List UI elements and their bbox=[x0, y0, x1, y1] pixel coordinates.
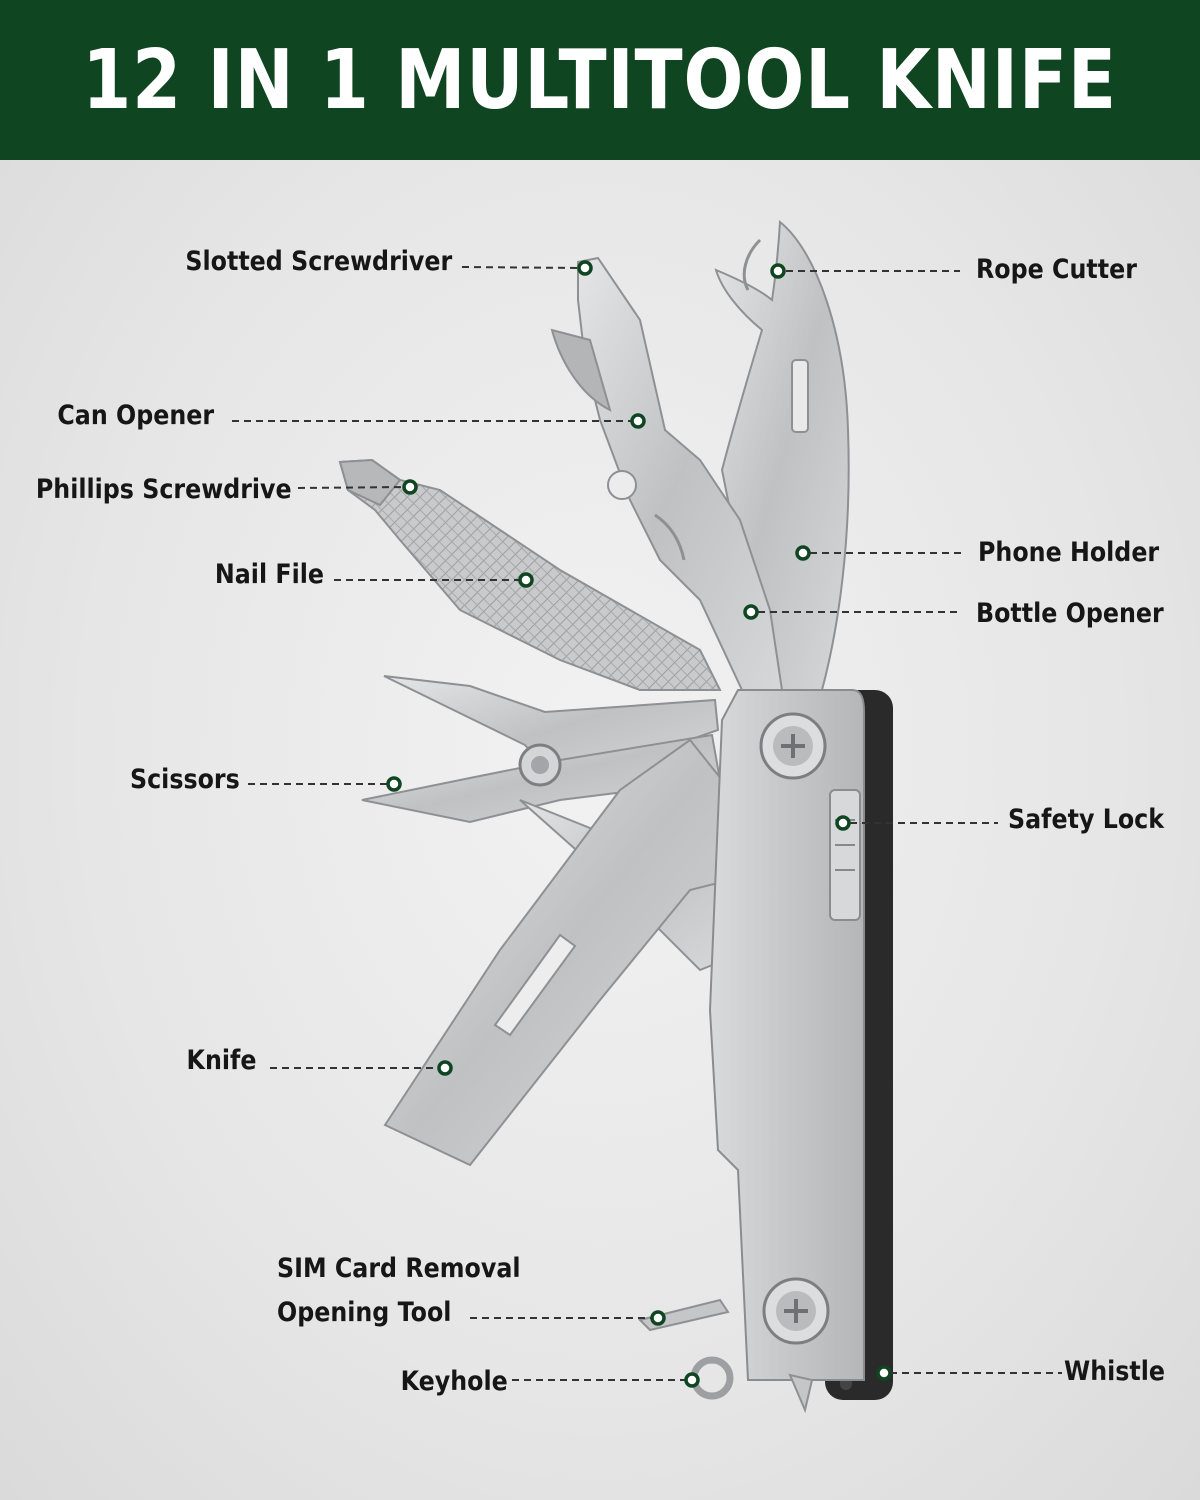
marker-bottle-opener bbox=[743, 604, 759, 620]
callout-markers bbox=[386, 260, 892, 1388]
label-scissors: Scissors bbox=[130, 764, 240, 795]
leader-lines bbox=[232, 266, 1062, 1381]
label-can-opener: Can Opener bbox=[57, 400, 214, 431]
label-phillips-screwdriver: Phillips Screwdrive bbox=[36, 474, 292, 505]
marker-slotted-screwdriver bbox=[577, 260, 593, 276]
marker-sim-tool bbox=[650, 1310, 666, 1326]
marker-phone-holder bbox=[795, 545, 811, 561]
label-rope-cutter: Rope Cutter bbox=[976, 254, 1137, 285]
marker-phillips-screwdriver bbox=[402, 479, 418, 495]
label-bottle-opener: Bottle Opener bbox=[976, 598, 1164, 629]
knife-blade bbox=[383, 738, 732, 1167]
marker-can-opener bbox=[630, 413, 646, 429]
label-nail-file: Nail File bbox=[214, 559, 324, 590]
label-keyhole: Keyhole bbox=[400, 1366, 508, 1397]
label-sim-tool-line1: SIM Card Removal bbox=[277, 1253, 521, 1284]
title-banner: 12 IN 1 MULTITOOL KNIFE bbox=[0, 0, 1200, 160]
label-safety-lock: Safety Lock bbox=[1008, 804, 1165, 835]
marker-nail-file bbox=[518, 572, 534, 588]
label-phone-holder: Phone Holder bbox=[978, 537, 1160, 568]
marker-scissors bbox=[386, 776, 402, 792]
banner-title: 12 IN 1 MULTITOOL KNIFE bbox=[82, 32, 1118, 128]
marker-safety-lock bbox=[835, 815, 851, 831]
label-sim-tool-line2: Opening Tool bbox=[277, 1297, 452, 1328]
marker-rope-cutter bbox=[770, 263, 786, 279]
label-knife: Knife bbox=[186, 1045, 256, 1076]
marker-whistle bbox=[876, 1365, 892, 1381]
marker-keyhole bbox=[684, 1372, 700, 1388]
marker-knife bbox=[437, 1060, 453, 1076]
label-slotted-screwdriver: Slotted Screwdriver bbox=[185, 246, 452, 277]
label-whistle: Whistle bbox=[1064, 1356, 1166, 1387]
handle-front bbox=[708, 689, 865, 1381]
